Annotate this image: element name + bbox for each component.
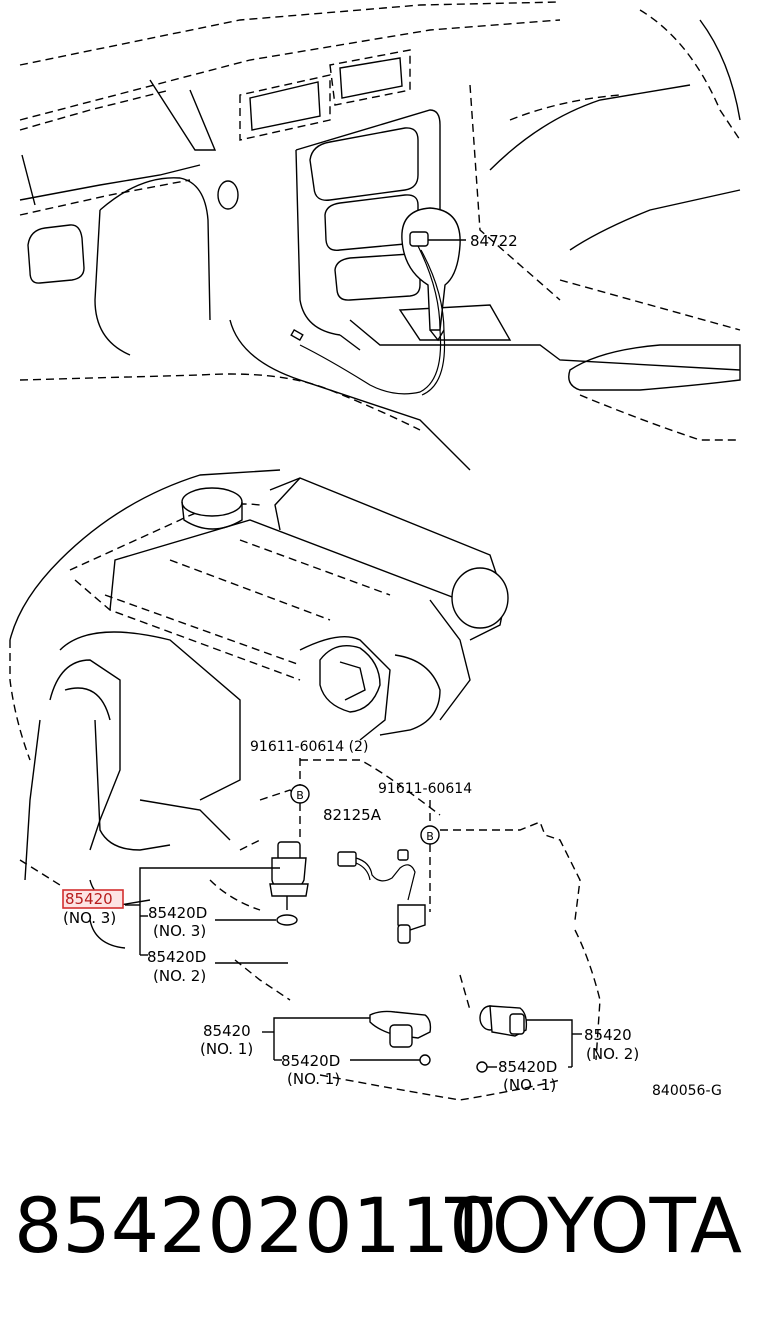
- callout-85420-no1-sub: (NO. 1): [200, 1040, 253, 1058]
- callout-bolt-pair: 91611-60614 (2): [250, 739, 368, 755]
- bolt-marker-1: B: [290, 758, 310, 840]
- leader-lines: [125, 867, 582, 1068]
- callout-85420-no2: 85420: [584, 1026, 632, 1044]
- svg-text:B: B: [296, 789, 304, 802]
- callout-85420d-no1: 85420D: [281, 1052, 340, 1070]
- callout-bolt-single: 91611-60614: [378, 781, 472, 797]
- callout-85420d-no2: 85420D: [147, 948, 206, 966]
- callout-84722: 84722: [470, 232, 518, 250]
- svg-text:B: B: [426, 830, 434, 843]
- dashboard-drawing: [19, 1, 741, 471]
- callout-85420d-no1b-sub: (NO. 1): [503, 1076, 556, 1094]
- callout-85420d-no1-sub: (NO. 1): [287, 1070, 340, 1088]
- callout-85420d-no3: 85420D: [148, 904, 207, 922]
- callout-85420d-no2-sub: (NO. 2): [153, 967, 206, 985]
- valve-no1: [369, 1010, 432, 1066]
- callout-82125a: 82125A: [323, 806, 382, 824]
- bolt-marker-2: B: [420, 800, 440, 912]
- engine-drawing: [9, 469, 601, 1101]
- callout-85420-highlighted[interactable]: 85420: [65, 890, 113, 908]
- footer: 8542020110 TOYOTA: [0, 1180, 760, 1290]
- callout-85420-no2-sub: (NO. 2): [586, 1045, 639, 1063]
- valve-no3: [269, 841, 309, 926]
- callout-85420-no1: 85420: [203, 1022, 251, 1040]
- diagram-code: 840056-G: [652, 1083, 722, 1099]
- brand-name: TOYOTA: [445, 1181, 742, 1270]
- callout-85420-no3-sub: (NO. 3): [63, 909, 116, 927]
- highlight-box: [62, 889, 124, 909]
- callout-85420d-no3-sub: (NO. 3): [153, 922, 206, 940]
- wire-harness: [337, 849, 426, 944]
- part-number: 8542020110: [14, 1181, 498, 1270]
- callout-85420d-no1b: 85420D: [498, 1058, 557, 1076]
